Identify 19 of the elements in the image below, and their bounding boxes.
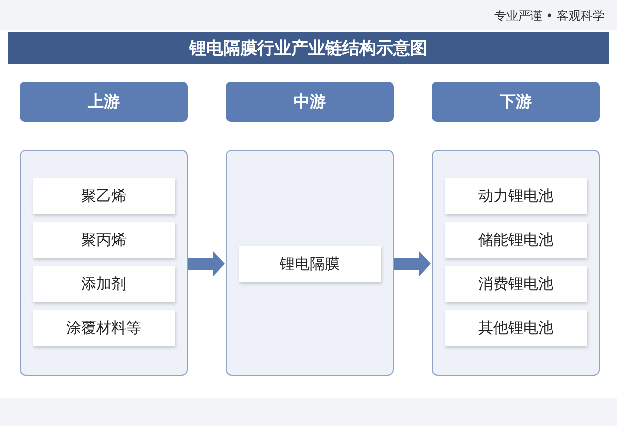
item-box: 锂电隔膜 [239, 246, 381, 282]
flow-arrow [188, 251, 225, 277]
flow-arrow [394, 251, 431, 277]
column-panel [432, 150, 600, 376]
item-box: 储能锂电池 [445, 222, 587, 258]
item-box: 涂覆材料等 [33, 310, 175, 346]
item-box: 动力锂电池 [445, 178, 587, 214]
item-box: 聚丙烯 [33, 222, 175, 258]
item-box: 消费锂电池 [445, 266, 587, 302]
stage-header: 上游 [20, 82, 188, 122]
stage-header: 下游 [432, 82, 600, 122]
item-box: 其他锂电池 [445, 310, 587, 346]
item-box: 聚乙烯 [33, 178, 175, 214]
title-bar: 锂电隔膜行业产业链结构示意图 [8, 32, 609, 64]
slogan-text: 专业严谨 • 客观科学 [494, 8, 605, 25]
item-box: 添加剂 [33, 266, 175, 302]
column-panel [226, 150, 394, 376]
column-panel [20, 150, 188, 376]
stage-header: 中游 [226, 82, 394, 122]
